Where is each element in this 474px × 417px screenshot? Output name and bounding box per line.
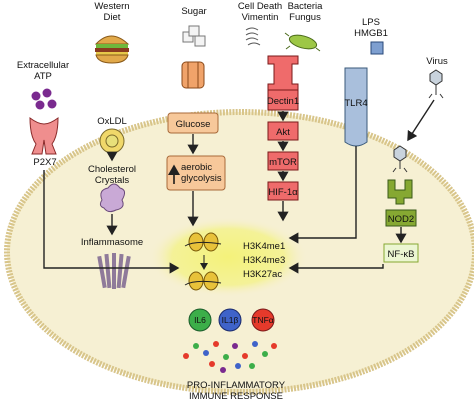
cytokine-label: IL6: [194, 315, 206, 325]
hif1a-box: [267, 181, 299, 201]
atp-molecule: [35, 100, 45, 110]
akt-box: [267, 121, 299, 141]
dectin1-label: Dectin1: [267, 96, 299, 107]
oxldl-particle-icon: [99, 128, 125, 154]
lps-molecule-icon: [370, 41, 384, 55]
dectin1-pathway: Dectin1 Akt mTOR HIF-1α: [267, 55, 299, 201]
nfkb-box: [383, 243, 419, 263]
virus-icon: [428, 69, 444, 99]
atp-molecule: [31, 91, 41, 101]
dectin1-receptor: [267, 55, 299, 95]
p2x7-receptor: P2X7: [29, 117, 59, 168]
arrow-virus-to-cell: [407, 99, 435, 142]
mtor-box: [267, 151, 299, 171]
atp-label-2: ATP: [34, 71, 52, 82]
nfkb-label: NF-κB: [388, 249, 415, 260]
pathway-arrows: [43, 99, 435, 274]
virus-icon-inner: [392, 145, 408, 173]
cytokine-label: IL1β: [222, 315, 239, 325]
nod2-box: [385, 209, 417, 227]
tlr4-receptor: [344, 67, 368, 147]
virus-label: Virus: [426, 56, 448, 67]
secreted-cytokine-dots: [183, 341, 277, 373]
chromatin: H3K4me1 H3K4me3 H3K27ac: [184, 232, 285, 291]
inflammasome-icon: [97, 253, 131, 289]
cytokine-tnfa: [251, 308, 275, 332]
nucleosome-icon: [184, 232, 222, 291]
histone-mark: H3K27ac: [243, 269, 282, 280]
histone-mark: H3K4me1: [243, 241, 285, 252]
sugar-cubes-icon: [182, 25, 206, 47]
p2x7-label: P2X7: [33, 157, 56, 168]
virus: Virus NOD2 NF-κB: [383, 56, 448, 263]
cytokine-label: TNFα: [252, 315, 274, 325]
sugar-label: Sugar: [181, 6, 206, 17]
arrow-tlr4-to-nucleus: [288, 146, 357, 244]
atp-molecule: [42, 88, 52, 98]
histone-mark: H3K4me3: [243, 255, 285, 266]
cytokine-il1b: [218, 308, 242, 332]
arrow-p2x7-to-nucleus: [43, 170, 180, 274]
dectin1-box: [267, 89, 299, 111]
akt-label: Akt: [276, 127, 290, 138]
mtor-label: mTOR: [269, 157, 297, 168]
aerobic-glycolysis-box: [166, 155, 226, 191]
glucose-transporter: [181, 61, 205, 89]
hif1a-label: HIF-1α: [268, 187, 298, 198]
cytokines: IL6 IL1β TNFα: [183, 308, 277, 373]
bacterium-icon: [284, 32, 321, 52]
arrow-nfkb-to-nucleus: [288, 262, 384, 274]
cytokine-il6: [188, 308, 212, 332]
atp-molecule: [47, 99, 57, 109]
glucose-label: Glucose: [176, 119, 211, 130]
crystal-icon: [99, 183, 126, 213]
nod2-label: NOD2: [388, 214, 414, 225]
nod2-receptor: NOD2: [385, 179, 417, 227]
inflammasome-label: Inflammasome: [81, 237, 143, 248]
nucleus-glow: [148, 217, 308, 297]
glucose-box: [167, 112, 219, 134]
cell: [4, 109, 474, 395]
tlr4-label: TLR4: [344, 98, 367, 109]
oxldl-label: OxLDL: [97, 116, 127, 127]
vimentin-fibers-icon: [245, 27, 261, 46]
burger-icon: [94, 35, 130, 64]
